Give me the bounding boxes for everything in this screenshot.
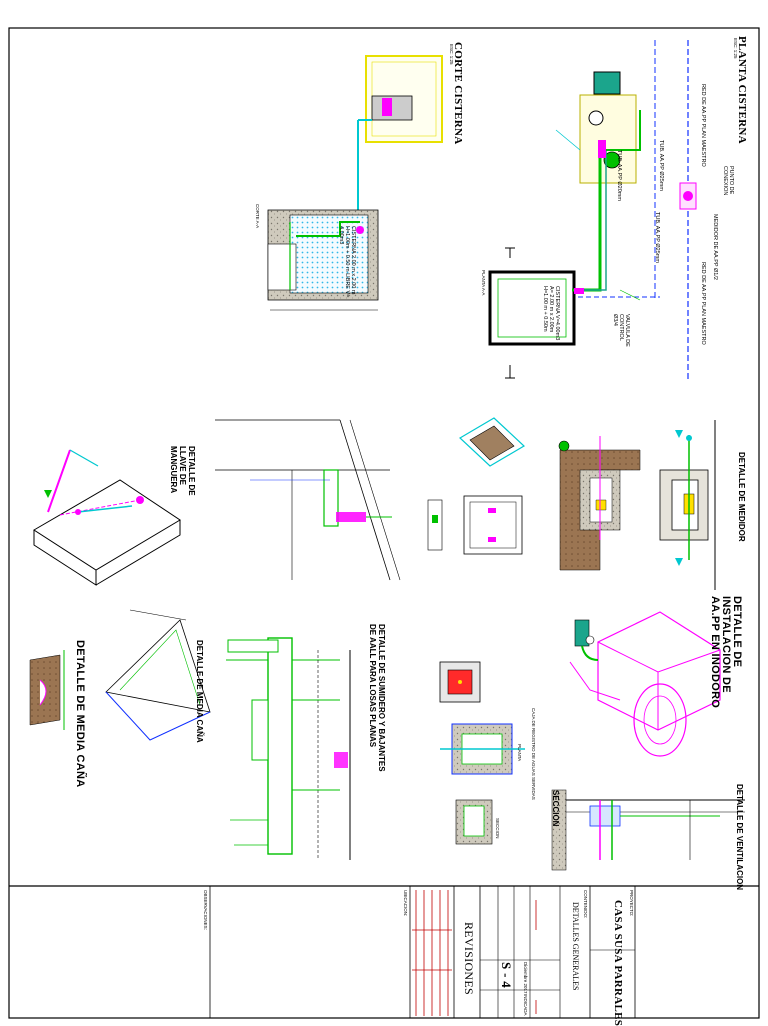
tub-25-label-2: TUB. AA.PP Ø25mm xyxy=(654,212,660,263)
caja-registro-title: CAJA DE REGISTRO DE AGUAS SERVIDAS xyxy=(531,708,536,800)
cisterna-plan-label: CISTERNA V=4.00m3 A= 2.00 m x 2.00m H=1.… xyxy=(542,286,560,341)
ubicacion-label: UBICACION: xyxy=(403,890,408,917)
caja-planta-label: PLANTA xyxy=(517,744,522,762)
title-block xyxy=(209,886,636,1018)
detalle-inodoro-drawing xyxy=(569,611,721,757)
llave-manguera-drawing xyxy=(33,449,181,586)
lamina-number: S - 4 xyxy=(499,962,514,989)
sumidero-title: DETALLE DE SUMIDERO Y BAJANTES DE AALL P… xyxy=(368,624,386,772)
proyecto-name: CASA SUSA PARRALES xyxy=(612,900,624,1026)
revision-grid xyxy=(412,890,537,1016)
contenido-label: CONTENIDO: xyxy=(583,890,588,919)
planta-aa-label: PLANTA A-A xyxy=(481,270,486,296)
cisterna-section-label: CISTERNA 2.00 m x 2.00 m H=1.00m + 0.50 … xyxy=(338,226,356,298)
caja-registro-drawing xyxy=(439,661,525,845)
corte-cisterna-scale: ESC: 1:25 xyxy=(449,44,454,65)
valvula-label: VALVULA DE CONTROL Ø3/4 xyxy=(612,314,630,347)
fecha-value: Diciembre 2017 xyxy=(523,962,528,994)
detalle-medidor-title: DETALLE DE MEDIDOR xyxy=(737,452,746,542)
escala-value: INDICADA xyxy=(523,994,528,1016)
punto-conexion-label: PUNTO DE CONEXION xyxy=(722,166,734,196)
corte-aa-label: CORTE A-A xyxy=(255,204,260,229)
detalle-ventilacion-title: DETALLE DE VENTILACION xyxy=(735,784,744,891)
sumidero-drawing xyxy=(226,637,351,860)
caja-seccion-label: SECCION xyxy=(495,818,500,839)
media-cana-big-title: DETALLE DE MEDIA CAÑA xyxy=(74,640,86,788)
proyecto-label: PROYECTO: xyxy=(629,890,634,917)
detalle-medidor-drawing xyxy=(558,420,716,590)
revisiones-title: REVISIONES xyxy=(462,922,476,996)
tub-20-label: TUB. AA.PP Ø20mm xyxy=(616,150,622,201)
detalle-inodoro-title: DETALLE DE INSTALACION DE AA.PP EN INODO… xyxy=(709,596,743,709)
planta-cisterna-scale: ESC: 1:25 xyxy=(733,38,738,59)
detalle-ventilacion-drawing xyxy=(551,789,745,871)
bajante-detail-drawing xyxy=(215,419,401,581)
tapa-details-drawing xyxy=(427,417,525,555)
red-aapp-label-1: RED DE AA.PP PLAN MAESTRO xyxy=(700,84,706,167)
seccion-small-title: SECCION xyxy=(551,790,560,827)
llave-manguera-title: DETALLE DE LLAVE DE MANGUERA xyxy=(169,446,196,496)
medidor-label: MEDIDOR DE AA.PP Ø1/2 xyxy=(712,214,718,280)
media-cana-drawing xyxy=(29,609,211,741)
observaciones-label: OBSERVACIONES: xyxy=(203,890,208,930)
contenido-value: DETALLES GENERALES xyxy=(571,902,580,991)
red-aapp-label-2: RED DE AA.PP PLAN MAESTRO xyxy=(700,262,706,345)
corte-cisterna-drawing xyxy=(267,55,443,311)
media-cana-small-title: DETALLE DE MEDIA CAÑA xyxy=(195,640,204,743)
planta-cisterna-drawing xyxy=(488,40,697,380)
tub-25-label-1: TUB. AA.PP Ø25mm xyxy=(658,140,664,191)
